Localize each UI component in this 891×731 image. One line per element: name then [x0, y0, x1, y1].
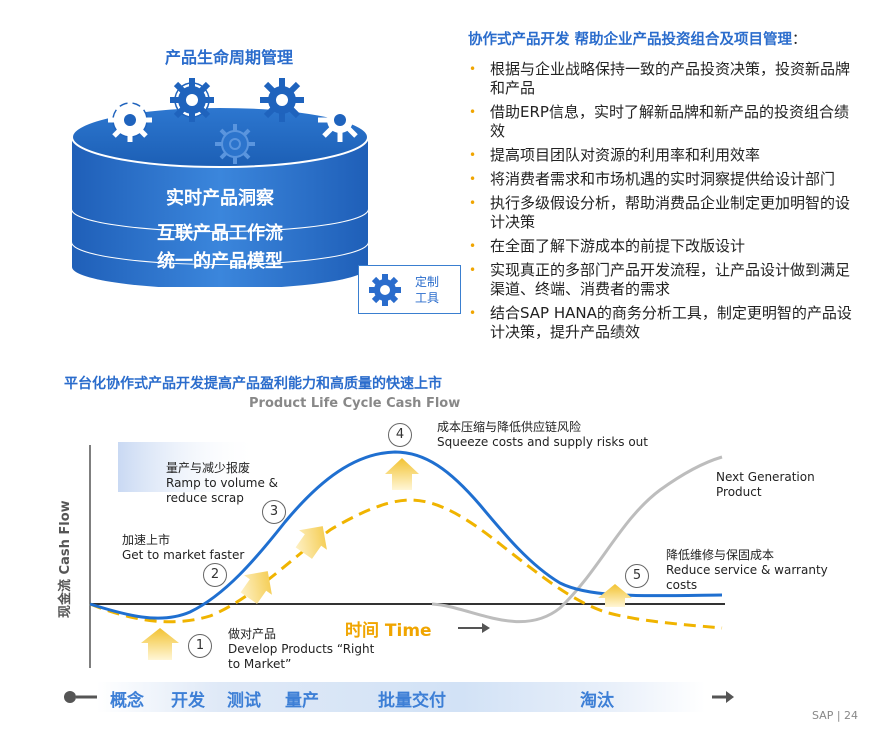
gear-icon — [108, 78, 362, 164]
footer-page-number: SAP | 24 — [812, 709, 859, 722]
step-4-badge: 4 — [388, 423, 412, 447]
custom-tools-box: 定制 工具 — [358, 265, 461, 314]
chart-title: Product Life Cycle Cash Flow — [249, 396, 461, 411]
right-section-title: 协作式产品开发 帮助企业产品投资组合及项目管理： — [468, 32, 807, 48]
next-generation-curve — [431, 455, 723, 624]
plm-title: 产品生命周期管理 — [165, 48, 294, 67]
step-5-badge: 5 — [625, 564, 649, 588]
phase-concept: 概念 — [110, 691, 144, 711]
improvement-arrow — [295, 526, 327, 559]
profit-curve — [89, 498, 723, 630]
list-item: 将消费者需求和市场机遇的实时洞察提供给设计部门 — [463, 170, 858, 189]
list-item: 实现真正的多部门产品开发流程，让产品设计做到满足渠道、终端、消费者的需求 — [463, 261, 858, 299]
step-1-badge: 1 — [188, 634, 212, 658]
phase-start-dot — [64, 691, 76, 703]
plm-cylinder-graphic — [71, 78, 369, 287]
cylinder-label-3: 统一的产品模型 — [157, 251, 283, 272]
phase-bar — [97, 682, 705, 712]
phase-develop: 开发 — [171, 691, 205, 711]
cash-flow-curve — [89, 450, 723, 620]
improvement-arrow — [598, 584, 632, 607]
list-item: 结合SAP HANA的商务分析工具，制定更明智的产品设计决策，提升产品绩效 — [463, 304, 858, 342]
cylinder-label-2: 互联产品工作流 — [157, 223, 283, 244]
custom-tools-label: 定制 工具 — [415, 275, 440, 305]
list-item: 借助ERP信息，实时了解新品牌和新产品的投资组合绩效 — [463, 103, 858, 141]
phase-volume-delivery: 批量交付 — [378, 691, 446, 711]
list-item: 提高项目团队对资源的利用率和利用效率 — [463, 146, 858, 165]
list-item: 执行多级假设分析，帮助消费品企业制定更加明智的设计决策 — [463, 194, 858, 232]
step-2-badge: 2 — [203, 563, 227, 587]
improvement-arrow — [141, 628, 179, 660]
benefit-list: 根据与企业战略保持一致的产品投资决策，投资新品牌和产品 借助ERP信息，实时了解… — [463, 60, 858, 347]
bottom-section-title: 平台化协作式产品开发提高产品盈利能力和高质量的快速上市 — [64, 376, 442, 392]
highlight-band — [118, 442, 258, 492]
phase-test: 测试 — [227, 691, 261, 711]
x-axis-label: 时间 Time — [345, 621, 432, 641]
phase-phase-out: 淘汰 — [580, 691, 614, 711]
cylinder-label-1: 实时产品洞察 — [166, 188, 274, 209]
improvement-arrow — [240, 571, 272, 604]
gear-icon — [369, 274, 401, 306]
step-3-badge: 3 — [262, 500, 286, 524]
list-item: 根据与企业战略保持一致的产品投资决策，投资新品牌和产品 — [463, 60, 858, 98]
list-item: 在全面了解下游成本的前提下改版设计 — [463, 237, 858, 256]
phase-mass-production: 量产 — [285, 691, 319, 711]
improvement-arrow — [385, 458, 419, 490]
